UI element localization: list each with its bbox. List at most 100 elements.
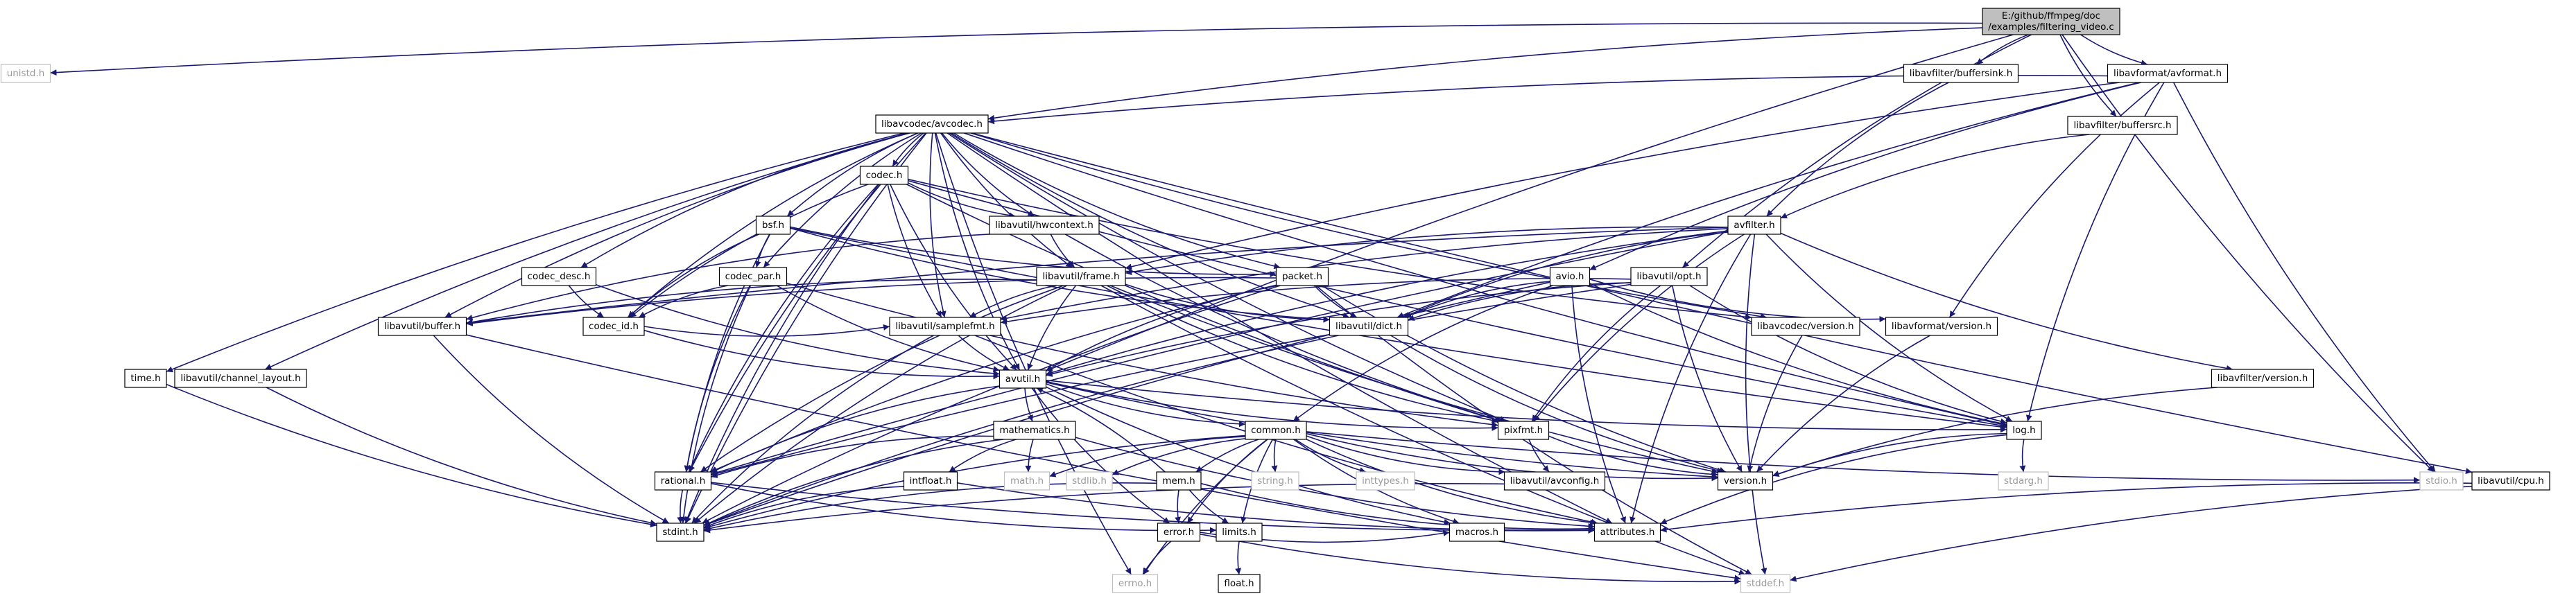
node-errno-label: errno.h [1118, 578, 1152, 589]
node-inttypes[interactable]: inttypes.h [1356, 471, 1415, 491]
edge-avconfig-to-stdint [703, 483, 1505, 534]
edge-avfilter-to-rational [711, 231, 1729, 476]
edge-rational-to-limits [711, 482, 1217, 534]
node-mathematics[interactable]: mathematics.h [993, 421, 1076, 440]
node-bsf-box [755, 216, 791, 235]
node-mathh[interactable]: math.h [1003, 471, 1051, 491]
dependency-edge [1293, 285, 1553, 422]
edge-avformat-to-frame [1125, 82, 2120, 270]
node-inttypes-label: inttypes.h [1362, 475, 1409, 486]
dependency-edge [1188, 489, 1229, 524]
node-unistd[interactable]: unistd.h [0, 64, 51, 83]
node-cpu[interactable]: libavutil/cpu.h [2471, 471, 2550, 491]
node-codec-par[interactable]: codec_par.h [718, 267, 788, 286]
node-buffersrc[interactable]: libavfilter/buffersrc.h [2067, 116, 2178, 135]
edge-avfilter-to-avutil [1046, 230, 1729, 376]
node-stdarg-label: stdarg.h [2004, 475, 2043, 486]
node-avformat-ver[interactable]: libavformat/version.h [1885, 317, 1998, 336]
node-samplefmt[interactable]: libavutil/samplefmt.h [889, 317, 1001, 336]
node-codec-id[interactable]: codec_id.h [582, 317, 645, 336]
dependency-edge [703, 439, 1003, 526]
dependency-edge [934, 132, 1021, 371]
node-codec-desc[interactable]: codec_desc.h [521, 267, 597, 286]
edge-codec-to-hwcontext [908, 182, 1016, 219]
node-packet[interactable]: packet.h [1275, 267, 1329, 286]
dependency-edge [680, 285, 752, 524]
node-stdlib[interactable]: stdlib.h [1066, 471, 1113, 491]
node-stdarg[interactable]: stdarg.h [1998, 471, 2049, 491]
node-stdio[interactable]: stdio.h [2419, 471, 2464, 491]
dependency-edge [908, 178, 1752, 320]
edge-avcodec-to-buffer [444, 132, 910, 318]
node-samplefmt-label: libavutil/samplefmt.h [895, 321, 994, 332]
dependency-edge [929, 132, 946, 318]
node-stringh[interactable]: string.h [1251, 471, 1299, 491]
dependency-edge [1306, 432, 1718, 482]
node-codec[interactable]: codec.h [859, 166, 909, 185]
node-buffer[interactable]: libavutil/buffer.h [377, 317, 467, 336]
edge-pixfmt-to-version [1548, 435, 1718, 477]
node-attributes[interactable]: attributes.h [1593, 523, 1661, 542]
node-version-box [1717, 471, 1774, 491]
node-stdint[interactable]: stdint.h [656, 523, 704, 542]
edge-mathematics-to-rational [711, 435, 994, 478]
node-avfilter[interactable]: avfilter.h [1727, 216, 1781, 235]
dependency-edge [1125, 82, 2120, 270]
node-stddef[interactable]: stddef.h [1740, 574, 1791, 593]
dependency-edge [940, 132, 1073, 268]
edge-common-to-version [1306, 432, 1718, 482]
node-mathh-box [1003, 471, 1051, 491]
node-mem[interactable]: mem.h [1156, 471, 1202, 491]
node-rational[interactable]: rational.h [654, 471, 712, 491]
node-timeh[interactable]: time.h [124, 369, 167, 388]
edge-hwcontext-to-frame [1050, 234, 1075, 268]
node-stddef-label: stddef.h [1747, 578, 1784, 589]
node-avformat-ver-label: libavformat/version.h [1892, 321, 1991, 332]
node-floath-label: float.h [1224, 578, 1254, 589]
dependency-edge [949, 132, 1507, 422]
node-opt[interactable]: libavutil/opt.h [1630, 267, 1708, 286]
node-avformat[interactable]: libavformat/avformat.h [2107, 64, 2229, 83]
node-avcodec-ver[interactable]: libavcodec/version.h [1751, 317, 1860, 336]
edge-root-to-avutil [1046, 34, 2014, 372]
node-limits[interactable]: limits.h [1216, 523, 1263, 542]
node-log[interactable]: log.h [2006, 421, 2042, 440]
dependency-edge [892, 132, 924, 167]
node-stringh-label: string.h [1257, 475, 1293, 486]
node-frame[interactable]: libavutil/frame.h [1036, 267, 1126, 286]
node-avfilter-ver-box [2211, 369, 2315, 388]
node-buffersink[interactable]: libavfilter/buffersink.h [1903, 64, 2019, 83]
node-chlayout[interactable]: libavutil/channel_layout.h [174, 369, 307, 388]
edge-common-to-mem [1195, 439, 1259, 473]
edge-avio-to-common [1293, 285, 1553, 422]
node-avio[interactable]: avio.h [1549, 267, 1591, 286]
edge-codec-par-to-stdint [680, 285, 752, 524]
node-frame-label: libavutil/frame.h [1042, 271, 1119, 282]
node-version[interactable]: version.h [1717, 471, 1774, 491]
node-pixfmt[interactable]: pixfmt.h [1497, 421, 1550, 440]
node-avcodec[interactable]: libavcodec/avcodec.h [875, 114, 989, 134]
dependency-edge [2172, 82, 2436, 473]
edge-chlayout-to-stdint [266, 387, 657, 526]
node-avfilter-ver[interactable]: libavfilter/version.h [2211, 369, 2315, 388]
node-errorh[interactable]: error.h [1157, 523, 1201, 542]
node-pixfmt-label: pixfmt.h [1504, 425, 1543, 436]
edge-avcodec-to-codec-id [627, 132, 918, 318]
node-macros[interactable]: macros.h [1449, 523, 1505, 542]
dependency-edge [1024, 387, 1033, 422]
edge-avfilter-to-avfilter-ver [1780, 232, 2233, 371]
node-avutil[interactable]: avutil.h [999, 369, 1047, 389]
node-errno[interactable]: errno.h [1112, 574, 1159, 593]
node-root[interactable]: E:/github/ffmpeg/doc/examples/filtering_… [1982, 8, 2120, 35]
node-bsf[interactable]: bsf.h [755, 216, 791, 235]
edge-codec-desc-to-codec-id [568, 285, 605, 318]
node-stdarg-box [1998, 471, 2049, 491]
node-floath[interactable]: float.h [1218, 574, 1261, 593]
node-common[interactable]: common.h [1245, 421, 1307, 440]
dependency-edge [790, 227, 2007, 430]
node-dict[interactable]: libavutil/dict.h [1329, 317, 1409, 336]
node-avconfig[interactable]: libavutil/avconfig.h [1503, 471, 1606, 491]
node-intfloat[interactable]: intfloat.h [903, 471, 958, 491]
dependency-edge [1050, 234, 1075, 268]
node-hwcontext[interactable]: libavutil/hwcontext.h [989, 216, 1100, 235]
